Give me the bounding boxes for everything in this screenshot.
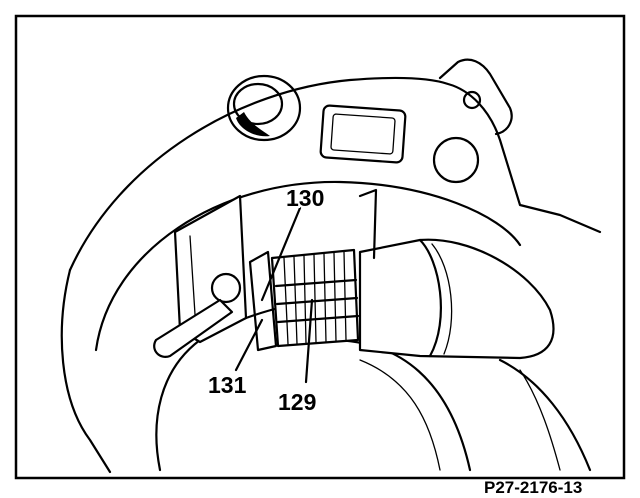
bracket-pin — [210, 272, 242, 304]
bracket-plate — [173, 194, 248, 344]
bore-cover-plate — [358, 188, 378, 260]
leader-131 — [234, 318, 264, 372]
leader-130 — [260, 206, 302, 302]
mounting-hole — [462, 90, 482, 110]
boss-shadow — [236, 112, 270, 137]
small-boss — [432, 136, 480, 184]
callout-131: 131 — [208, 372, 247, 398]
figure-id: P27-2176-13 — [484, 478, 582, 497]
rect-window-inner — [330, 113, 396, 155]
ring-131 — [248, 250, 278, 352]
housing-lower-edge — [60, 268, 112, 474]
figure-frame — [14, 14, 626, 480]
boss-inner — [232, 82, 284, 126]
housing-right-rim — [498, 358, 592, 472]
needle-bearing — [270, 248, 360, 348]
mounting-ear — [438, 58, 513, 136]
shaft-end — [418, 238, 442, 358]
bore-floor-arc — [328, 338, 472, 472]
callout-130: 130 — [286, 185, 324, 211]
housing-right-rim-2 — [519, 369, 561, 471]
housing-outline — [68, 76, 602, 272]
bore-floor-arc-2 — [359, 359, 441, 471]
shaft-body — [358, 238, 555, 360]
shaft-end-2 — [431, 243, 453, 355]
lever-arm — [153, 298, 234, 358]
leader-129 — [304, 298, 314, 384]
boss-outer — [226, 74, 302, 142]
callout-129: 129 — [278, 389, 316, 415]
bore-outer-arc — [94, 180, 522, 352]
rect-window — [319, 104, 407, 164]
